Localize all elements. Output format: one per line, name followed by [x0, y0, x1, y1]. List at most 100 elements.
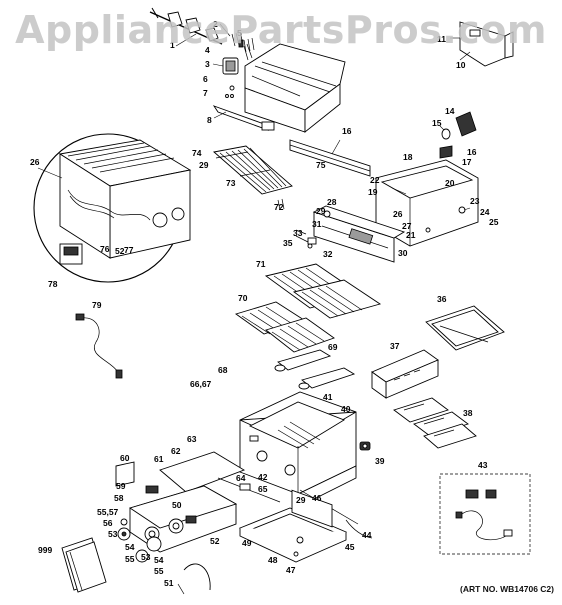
callout-label: 54: [125, 542, 135, 552]
smoker-box: [371, 349, 439, 399]
callout-label: 999: [38, 545, 52, 555]
firebox: [239, 391, 357, 505]
callout-label: 52: [115, 246, 125, 256]
inset-control-panel-detail: [33, 133, 192, 283]
callout-label: 29: [296, 495, 306, 505]
callout-label: 78: [48, 279, 58, 289]
callout-label: 55: [154, 566, 164, 576]
callout-label: 10: [456, 60, 466, 70]
callout-label: 77: [124, 245, 134, 255]
callout-label: 45: [345, 542, 355, 552]
callout-label: 22: [370, 175, 380, 185]
callout-label: 44: [362, 530, 372, 540]
callout-label: 6: [203, 74, 208, 84]
wiring-kit-box: [439, 473, 531, 555]
bottom-frame: [238, 489, 373, 563]
callout-label: 55,57: [97, 507, 119, 517]
callout-label: 76: [100, 244, 110, 254]
gas-hose: [177, 563, 211, 595]
callout-labels: 1 2 3 4 5 6 7 8 10 11 14 15 16 16 17 18 …: [30, 19, 499, 588]
callout-label: 58: [114, 493, 124, 503]
callout-label: 23: [470, 196, 480, 206]
burner-tubes: [274, 349, 356, 390]
callout-label: 68: [218, 365, 228, 375]
callout-label: 42: [258, 472, 268, 482]
callout-label: 70: [238, 293, 248, 303]
callout-label: 24: [480, 207, 490, 217]
callout-label: 50: [172, 500, 182, 510]
drip-tray: [425, 305, 505, 351]
callout-label: 27: [402, 221, 412, 231]
callout-label: 35: [283, 238, 293, 248]
callout-label: 66,67: [190, 379, 212, 389]
rotisserie-knob: [439, 111, 477, 140]
callout-label: 32: [323, 249, 333, 259]
callout-label: 72: [274, 202, 284, 212]
callout-label: 48: [268, 555, 278, 565]
callout-label: 53: [141, 552, 151, 562]
callout-label: 79: [92, 300, 102, 310]
callout-label: 49: [242, 538, 252, 548]
callout-label: 55: [125, 554, 135, 564]
callout-label: 63: [187, 434, 197, 444]
callout-label: 1: [170, 40, 175, 50]
callout-label: 52: [210, 536, 220, 546]
callout-label: 16: [342, 126, 352, 136]
callout-label: 59: [116, 481, 126, 491]
callout-label: 64: [236, 473, 246, 483]
callout-label: 19: [368, 187, 378, 197]
side-bracket: [115, 461, 159, 526]
cooking-grate-warming: [213, 145, 293, 211]
callout-label: 46: [312, 493, 322, 503]
manifold-bracket: [375, 159, 479, 247]
rotisserie-bracket: [450, 21, 514, 67]
callout-label: 15: [432, 118, 442, 128]
callout-label: 75: [316, 160, 326, 170]
callout-label: 3: [205, 59, 210, 69]
callout-label: 5: [237, 28, 242, 38]
control-switch: [439, 145, 453, 159]
heat-shield: [289, 139, 371, 177]
callout-label: 53: [108, 529, 118, 539]
callout-label: 26: [30, 157, 40, 167]
power-cord: [75, 313, 123, 379]
callout-label: 56: [103, 518, 113, 528]
callout-label: 11: [437, 34, 446, 44]
heat-deflectors: [393, 397, 477, 449]
callout-label: 29: [316, 206, 326, 216]
control-knobs: [117, 527, 162, 563]
callout-label: 14: [445, 106, 455, 116]
callout-label: 61: [154, 454, 164, 464]
grease-rail: [217, 477, 281, 503]
hood-handle: [212, 105, 275, 131]
callout-label: 62: [171, 446, 181, 456]
small-fittings: [225, 39, 253, 98]
callout-label: 31: [312, 219, 322, 229]
callout-label: 4: [205, 45, 210, 55]
callout-label: 54: [154, 555, 164, 565]
callout-label: 41: [323, 392, 333, 402]
callout-label: 25: [489, 217, 499, 227]
cooking-grates: [264, 263, 382, 319]
burner-front-panel: [312, 205, 406, 263]
flame-tamers: [234, 301, 335, 353]
callout-label: 47: [286, 565, 296, 575]
callout-label: 18: [403, 152, 413, 162]
callout-label: 33: [293, 228, 303, 238]
callout-label: 43: [478, 460, 488, 470]
callout-label: 39: [375, 456, 385, 466]
callout-label: 17: [462, 157, 472, 167]
rotisserie-motor: [212, 57, 239, 75]
callout-label: 28: [327, 197, 337, 207]
callout-label: 21: [406, 230, 416, 240]
callout-label: 36: [437, 294, 447, 304]
gas-valve: [359, 441, 371, 451]
callout-label: 30: [398, 248, 408, 258]
callout-label: 26: [393, 209, 403, 219]
callout-label: 65: [258, 484, 268, 494]
callout-label: 29: [199, 160, 209, 170]
callout-label: 74: [192, 148, 202, 158]
callout-label: 40: [341, 404, 351, 414]
